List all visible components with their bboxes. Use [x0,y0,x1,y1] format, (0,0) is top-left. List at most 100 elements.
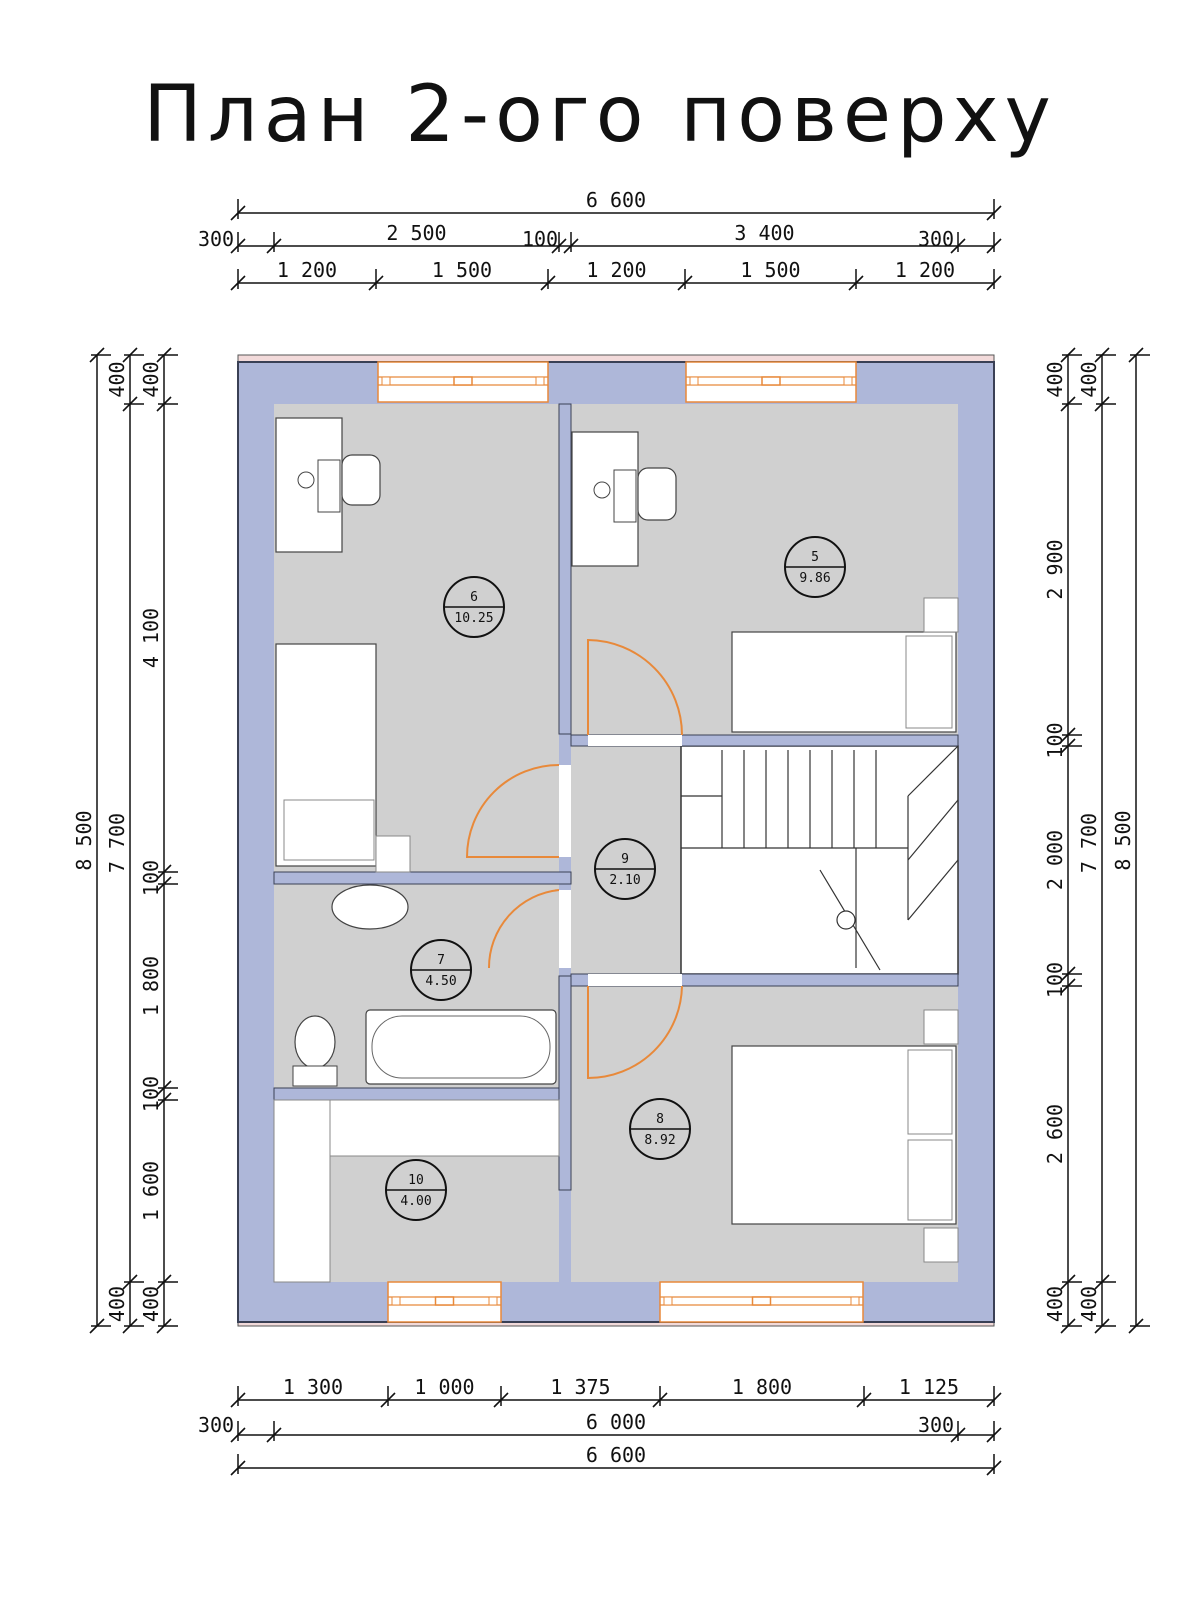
room-number: 8 [656,1112,664,1127]
nightstand-6 [375,835,411,873]
stair-arrow-icon [836,910,856,930]
dim-left-inner-label-3: 1 800 [139,956,163,1016]
stair-wind2 [907,799,959,861]
room-label-circle [784,536,846,598]
monitor-6 [317,459,341,513]
dim-left-inner-label-4: 100 [139,1076,163,1112]
dim-right-mid-label-0: 400 [1077,361,1101,397]
dim-left-total-label-0: 8 500 [72,810,96,870]
window-bottom-1-hinge2 [488,1296,498,1306]
room-label-circle [629,1098,691,1160]
dim-left-mid-tick [122,347,138,363]
dim-top-inner-tick [848,275,864,291]
dim-right-inner-label-5: 2 600 [1043,1104,1067,1164]
room-label-10: 104.00 [385,1159,447,1221]
chair-5 [637,467,677,521]
dim-bottom-mid-label-1: 6 000 [586,1410,646,1434]
dim-left-inner-tick [156,876,172,892]
dim-top-mid-100: 100 [522,227,558,251]
dim-right-inner-tick [1060,978,1076,994]
dim-right-mid-label-1: 7 700 [1077,813,1101,873]
shelf-10 [329,1099,560,1157]
dim-top-mid-tick [563,238,579,254]
room-number: 10 [408,1173,424,1188]
dim-top-mid-tick [551,238,567,254]
dim-bottom-total-tick [230,1460,246,1476]
window-bottom-1-hinge [391,1296,401,1306]
dim-top-mid-tick [986,238,1002,254]
dim-left-mid-tick [122,396,138,412]
dim-top-inner-tick [986,275,1002,291]
window-bottom-1-sash [434,1296,455,1306]
window-top-2-hinge2 [843,376,853,386]
dim-top-mid-tick [950,238,966,254]
dim-right-inner-tick [1060,727,1076,743]
stair-well [680,745,959,975]
sink-icon [331,884,409,930]
dim-top-mid-tick [230,238,246,254]
dim-top-mid-label-1: 2 500 [386,221,446,245]
room-area: 10.25 [454,611,493,626]
window-bottom-2-hinge2 [850,1296,860,1306]
door-opening-8 [588,974,682,986]
dim-bottom-mid-tick [230,1427,246,1443]
bathtub-inner [371,1015,551,1079]
dim-left-inner-tick [156,396,172,412]
stair-wind3 [907,859,959,921]
room-label-5: 59.86 [784,536,846,598]
dim-right-mid-tick [1094,347,1110,363]
dim-left-inner-label-0: 400 [139,361,163,397]
stair-wind1 [907,745,959,797]
room-number: 6 [470,590,478,605]
dim-top-inner-label-0: 1 200 [277,258,337,282]
wardrobe-10 [273,1099,331,1283]
door-swing-5 [587,638,683,736]
dim-left-inner-label-1: 4 100 [139,608,163,668]
dim-bottom-mid-right: 300 [918,1413,954,1437]
dim-bottom-inner-label-0: 1 300 [283,1375,343,1399]
dim-right-inner-tick [1060,1274,1076,1290]
nightstand-5 [923,597,959,633]
dim-left-inner-label-6: 400 [139,1286,163,1322]
dim-right-inner-label-3: 2 000 [1043,830,1067,890]
partition-6-7 [273,871,572,885]
room-label-circle [443,576,505,638]
dim-top-mid-left: 300 [198,227,234,251]
dim-right-inner-label-0: 400 [1043,361,1067,397]
room-area: 8.92 [644,1133,675,1148]
dim-top-total-label-0: 6 600 [586,188,646,212]
dim-right-mid-tick [1094,1318,1110,1334]
room-number: 9 [621,852,629,867]
partition-7-10 [273,1087,572,1101]
dim-left-inner-label-2: 100 [139,860,163,896]
room-floor-9 [571,746,691,986]
dim-right-inner-label-4: 100 [1043,962,1067,998]
pillow-6 [283,799,375,861]
room-area: 4.50 [425,974,456,989]
room-label-circle [410,939,472,1001]
dim-left-inner-label-5: 1 600 [139,1161,163,1221]
dim-top-inner-label-2: 1 200 [586,258,646,282]
pillow-5 [905,635,953,729]
room-label-circle [385,1159,447,1221]
nightstand-8a [923,1009,959,1045]
room-area: 2.10 [609,873,640,888]
dim-right-total-tick [1128,1318,1144,1334]
dim-right-inner-tick [1060,1318,1076,1334]
dim-bottom-inner-tick [230,1392,246,1408]
door-swing-8 [587,985,683,1080]
toilet-icon [294,1015,336,1069]
monitor-5 [613,469,637,523]
dim-bottom-inner-tick [652,1392,668,1408]
dim-bottom-total-tick [986,1460,1002,1476]
dim-right-mid-tick [1094,396,1110,412]
pillow-8a [907,1049,953,1135]
dim-right-inner-label-1: 2 900 [1043,539,1067,599]
dim-bottom-inner-tick [493,1392,509,1408]
door-opening-7 [559,890,571,968]
toilet-tank [292,1065,338,1087]
dim-left-inner-tick [156,347,172,363]
dim-top-inner-label-4: 1 200 [895,258,955,282]
dim-left-inner-tick [156,1318,172,1334]
